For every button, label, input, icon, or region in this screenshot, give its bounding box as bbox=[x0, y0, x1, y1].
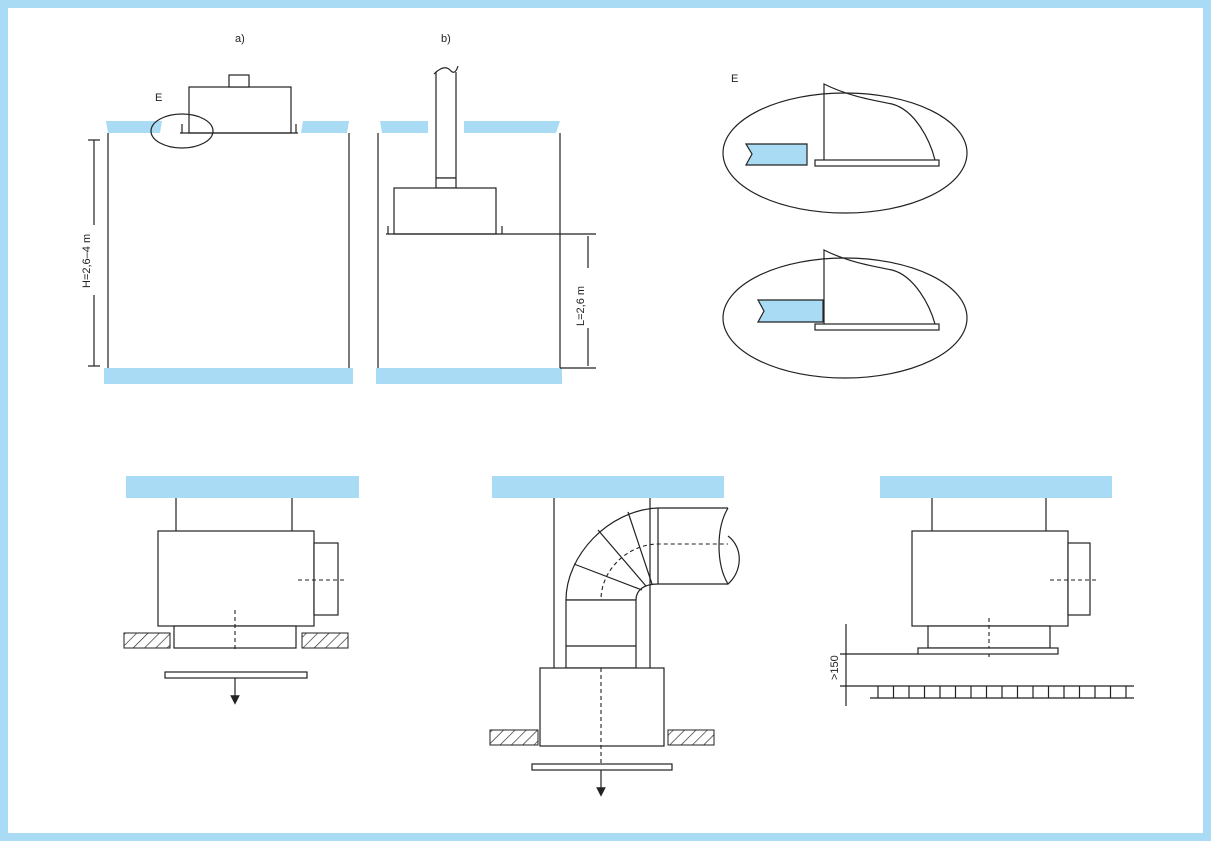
hood-flange bbox=[814, 323, 940, 331]
hood-unit bbox=[188, 86, 292, 134]
hood-profile bbox=[823, 83, 936, 161]
hood-flange bbox=[814, 159, 940, 167]
exhaust-duct bbox=[435, 72, 457, 178]
detail-marker-label: E bbox=[155, 92, 162, 104]
grille-plate bbox=[917, 647, 1059, 655]
vertical-duct bbox=[565, 599, 637, 669]
side-outlet bbox=[1067, 542, 1091, 616]
panel-b: b) L=2,6 m bbox=[376, 33, 596, 384]
ceiling-section-outline bbox=[744, 143, 808, 166]
dim-label-bg bbox=[580, 268, 594, 328]
detail-e: E bbox=[722, 73, 968, 379]
ceiling-hatch bbox=[667, 729, 715, 746]
elbow-outer bbox=[565, 507, 659, 601]
ceiling-section bbox=[746, 144, 807, 165]
floor-strip bbox=[104, 368, 353, 384]
detail-ellipse-lower bbox=[722, 257, 968, 379]
elbow-axis bbox=[600, 543, 728, 660]
ceiling-slab bbox=[126, 476, 359, 498]
detail-e-marker bbox=[150, 113, 214, 149]
floor-strip bbox=[376, 368, 562, 384]
intake-collar bbox=[173, 625, 297, 649]
grating-bars bbox=[877, 686, 1127, 698]
duct-break bbox=[433, 65, 459, 75]
ceiling-strip bbox=[464, 121, 560, 133]
side-outlet bbox=[313, 542, 339, 616]
ceiling-strip bbox=[301, 121, 349, 133]
bottom-left-unit bbox=[123, 476, 359, 705]
ceiling-hatch bbox=[301, 632, 349, 649]
bottom-center-unit bbox=[489, 476, 740, 797]
fan-box bbox=[157, 530, 315, 627]
elbow-seam bbox=[573, 563, 643, 591]
grille-plate bbox=[531, 763, 673, 771]
ceiling-slab bbox=[880, 476, 1112, 498]
hood-unit bbox=[393, 187, 497, 235]
length-dimension-label: L=2,6 m bbox=[575, 286, 587, 326]
ceiling-strip bbox=[380, 121, 428, 133]
duct-break bbox=[718, 507, 740, 585]
dim-label-bg bbox=[87, 225, 101, 295]
intake-collar bbox=[927, 625, 1051, 649]
hood-collar bbox=[228, 74, 250, 88]
ceiling-strip bbox=[106, 121, 162, 133]
ceiling-hatch bbox=[489, 729, 539, 746]
panel-a: a) E H=2,6–4 m bbox=[81, 33, 353, 384]
fan-box bbox=[539, 667, 665, 747]
duct-collar bbox=[435, 177, 457, 189]
panel-b-label: b) bbox=[441, 33, 451, 45]
ceiling-section bbox=[758, 300, 823, 322]
grille-plate bbox=[164, 671, 308, 679]
bottom-right-unit: >150 bbox=[829, 476, 1134, 706]
panel-a-label: a) bbox=[235, 33, 245, 45]
elbow-inner bbox=[635, 583, 659, 601]
ceiling-hatch bbox=[123, 632, 171, 649]
ceiling-slab bbox=[492, 476, 724, 498]
height-dimension-label: H=2,6–4 m bbox=[81, 234, 93, 288]
hood-profile bbox=[823, 249, 936, 325]
detail-title: E bbox=[731, 73, 738, 85]
ceiling-section-outline bbox=[756, 299, 824, 323]
clearance-dimension-label: >150 bbox=[829, 655, 841, 680]
fan-box bbox=[911, 530, 1069, 627]
elbow-seam bbox=[627, 511, 653, 585]
